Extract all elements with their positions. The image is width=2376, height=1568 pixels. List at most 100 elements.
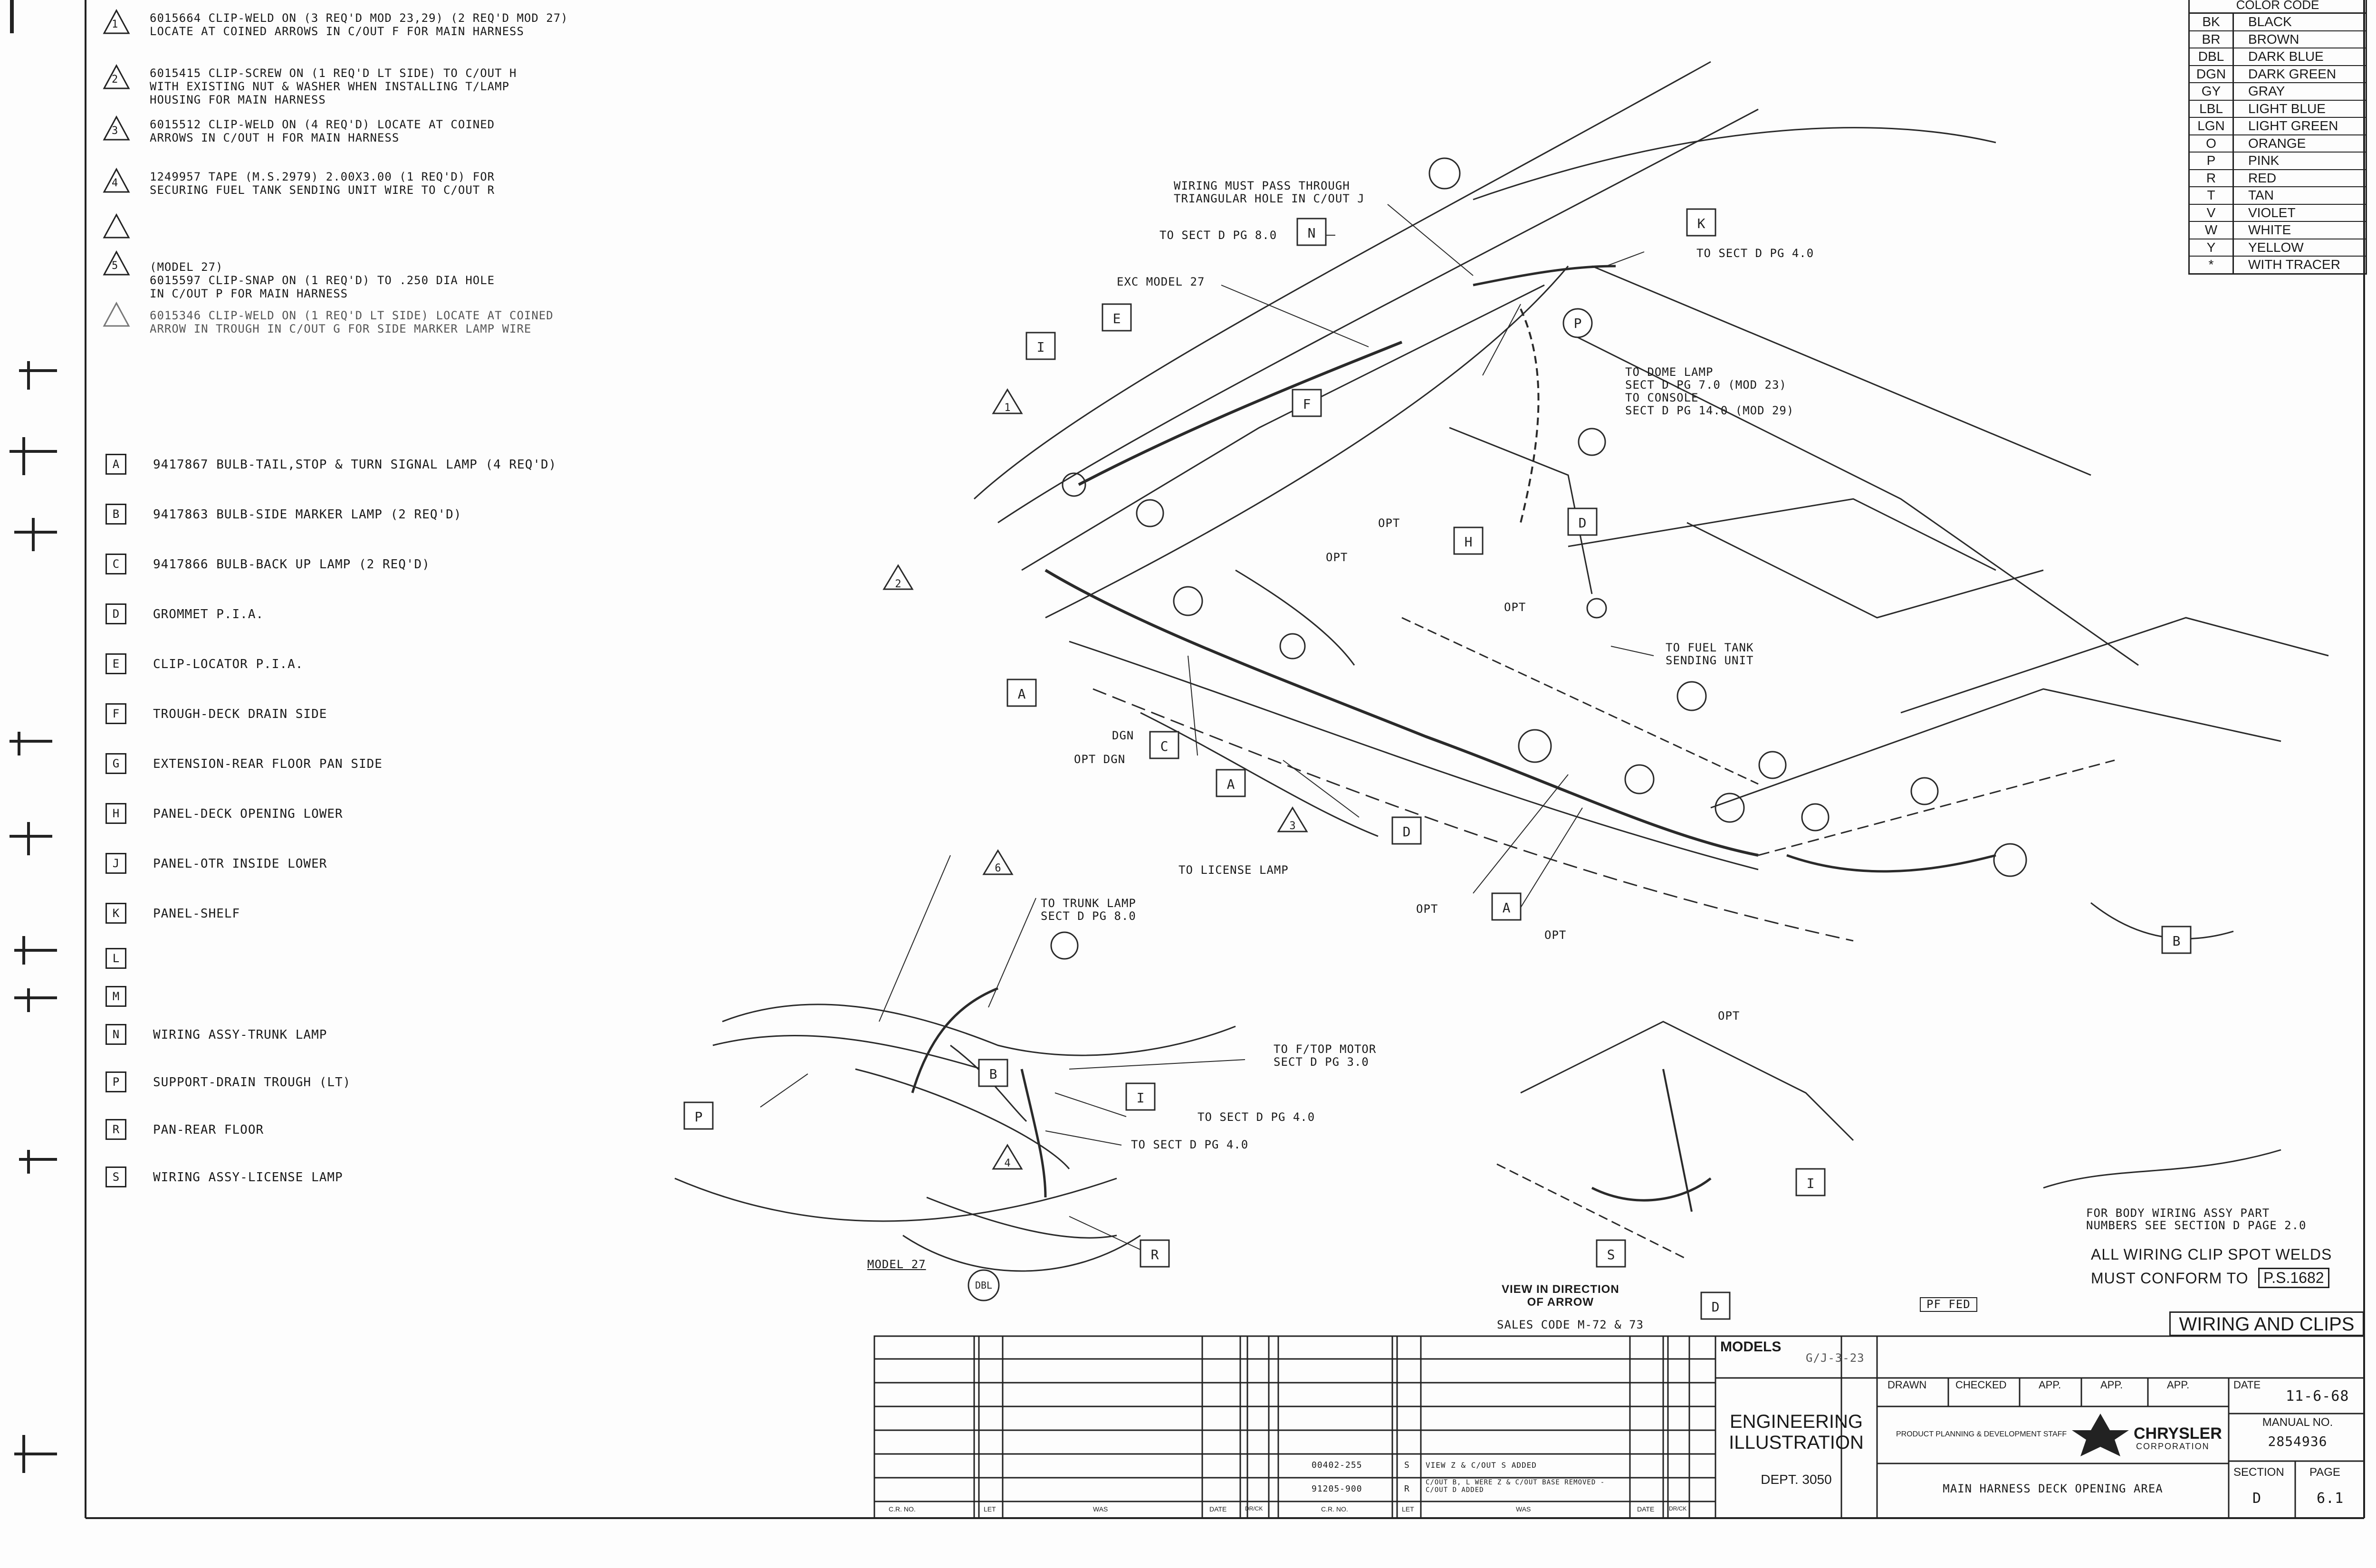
app-label: APP. <box>2100 1379 2123 1391</box>
section-label: SECTION <box>2233 1466 2284 1479</box>
rev-letter: S <box>1404 1460 1410 1470</box>
svg-text:P: P <box>695 1109 703 1125</box>
svg-text:4: 4 <box>1004 1157 1010 1169</box>
date-label: DATE <box>2233 1379 2261 1391</box>
rev-cr-number: 91205-900 <box>1312 1484 1362 1494</box>
svg-text:R: R <box>1151 1247 1159 1262</box>
callout-sect-d-4-a: TO SECT D PG 4.0 <box>1198 1110 1315 1124</box>
svg-text:F: F <box>1303 396 1311 412</box>
rev-col-header: DATE <box>1637 1505 1655 1513</box>
app-label: APP. <box>2039 1379 2061 1391</box>
svg-text:K: K <box>1697 216 1705 231</box>
clip-triangle-numbers: 1 2 3 6 4 <box>895 402 1295 1169</box>
triangle-icon <box>103 115 130 141</box>
body-wiring-note: FOR BODY WIRING ASSY PART NUMBERS SEE SE… <box>2086 1206 2307 1232</box>
rev-col-header: C.R. NO. <box>1321 1505 1348 1513</box>
rev-col-header: LET <box>1402 1505 1414 1513</box>
dept-name: ENGINEERING ILLUSTRATION <box>1729 1411 1864 1453</box>
svg-text:2: 2 <box>895 578 901 590</box>
section-value: D <box>2252 1490 2262 1507</box>
svg-text:B: B <box>2173 933 2181 949</box>
callout-sect-d-4-b: TO SECT D PG 4.0 <box>1131 1138 1249 1151</box>
callout-model-27: MODEL 27 <box>867 1258 926 1271</box>
svg-text:B: B <box>989 1066 997 1082</box>
rev-cr-number: 00402-255 <box>1312 1460 1362 1470</box>
callout-dome-lamp: TO DOME LAMP SECT D PG 7.0 (MOD 23) TO C… <box>1625 365 1794 417</box>
drawn-label: DRAWN <box>1887 1379 1927 1391</box>
callout-opt: OPT <box>1416 902 1438 916</box>
rev-col-header: DR/CK <box>1245 1505 1263 1512</box>
triangle-icon <box>103 167 130 193</box>
page-value: 6.1 <box>2317 1490 2344 1507</box>
body-outline <box>674 61 2329 1272</box>
manual-value: 2854936 <box>2268 1434 2328 1449</box>
callout-trunk-lamp: TO TRUNK LAMP SECT D PG 8.0 <box>1041 897 1136 923</box>
rev-description: C/OUT B, L WERE Z & C/OUT BASE REMOVED -… <box>1426 1479 1605 1494</box>
svg-text:DBL: DBL <box>975 1280 992 1291</box>
callout-view-direction: VIEW IN DIRECTION OF ARROW <box>1502 1283 1619 1309</box>
leader-lines <box>760 204 1654 1250</box>
ps-spec-box: P.S.1682 <box>2258 1268 2329 1288</box>
callout-opt: OPT <box>1378 516 1400 530</box>
note-text: 6015346 CLIP-WELD ON (1 REQ'D LT SIDE) L… <box>150 309 554 335</box>
spot-welds-note-2: MUST CONFORM TO <box>2091 1270 2249 1287</box>
callout-ftop-motor: TO F/TOP MOTOR SECT D PG 3.0 <box>1274 1042 1377 1069</box>
svg-text:E: E <box>1113 311 1121 326</box>
callout-dgn: DGN <box>1112 729 1134 742</box>
rev-col-header: LET <box>984 1505 996 1513</box>
note-text: 6015512 CLIP-WELD ON (4 REQ'D) LOCATE AT… <box>150 118 495 144</box>
svg-text:H: H <box>1465 534 1473 550</box>
rev-col-header: WAS <box>1516 1505 1531 1513</box>
callout-wiring-hole: WIRING MUST PASS THROUGH TRIANGULAR HOLE… <box>1174 179 1365 205</box>
svg-text:1: 1 <box>1004 402 1010 414</box>
triangle-icon <box>103 301 130 327</box>
svg-text:I: I <box>1037 339 1045 355</box>
triangle-icon <box>103 250 130 276</box>
chrysler-pentastar-icon <box>2072 1414 2129 1456</box>
models-value: G/J-3-23 <box>1806 1351 1865 1365</box>
callout-fuel-tank: TO FUEL TANK SENDING UNIT <box>1666 641 1754 667</box>
clip-triangles <box>882 388 1308 1170</box>
rev-col-header: DR/CK <box>1669 1505 1687 1512</box>
callout-opt-dgn: OPT DGN <box>1074 753 1126 766</box>
note-text: 6015415 CLIP-SCREW ON (1 REQ'D LT SIDE) … <box>150 67 517 106</box>
triangle-icon <box>103 213 130 239</box>
callout-license-lamp: TO LICENSE LAMP <box>1178 863 1289 877</box>
svg-text:D: D <box>1403 824 1411 840</box>
dept-number: DEPT. 3050 <box>1761 1472 1832 1487</box>
page-label: PAGE <box>2309 1466 2340 1479</box>
triangle-icon <box>103 9 130 34</box>
spot-welds-note-1: ALL WIRING CLIP SPOT WELDS <box>2091 1246 2332 1263</box>
staff-label: PRODUCT PLANNING & DEVELOPMENT STAFF <box>1896 1430 2067 1438</box>
callout-opt: OPT <box>1504 601 1526 614</box>
svg-text:D: D <box>1712 1299 1720 1315</box>
legend-item: L <box>105 948 126 969</box>
callout-opt: OPT <box>1544 928 1567 942</box>
note-text: 1249957 TAPE (M.S.2979) 2.00X3.00 (1 REQ… <box>150 170 495 197</box>
callout-sales-code: SALES CODE M-72 & 73 <box>1497 1318 1644 1331</box>
svg-text:S: S <box>1607 1247 1615 1262</box>
callout-exc-model: EXC MODEL 27 <box>1117 275 1205 288</box>
triangle-icon <box>103 64 130 89</box>
callout-sect-d-4-top: TO SECT D PG 4.0 <box>1696 247 1814 260</box>
